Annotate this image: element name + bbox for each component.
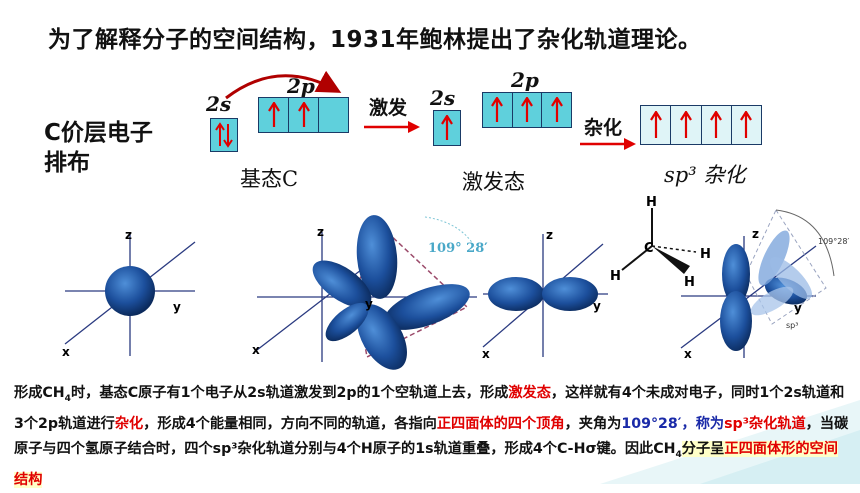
para-text: 时，基态C原子有1个电子从2s轨道激发到2p的1个空轨道上去，形成 (70, 385, 509, 401)
y-axis-label: y (173, 300, 181, 314)
excited-2s-label: 2s (430, 86, 456, 110)
sp3-tetrahedron-diagram: 109°28′ sp³ z y x (680, 208, 849, 361)
c-atom-label: C (644, 241, 654, 256)
up-electron-icon (671, 106, 702, 144)
panel4-angle-label: 109°28′ (818, 237, 849, 246)
para-text: ，形成4个能量相同，方向不同的轨道，各指向 (143, 415, 437, 432)
angle-label: 109° 28′ (428, 241, 488, 256)
s-orbital-diagram: z y x (62, 228, 196, 359)
p-lobe-left (488, 277, 544, 311)
hybrid-lobes (720, 230, 813, 351)
up-electron-icon (483, 93, 513, 127)
h-atom-label: H (610, 269, 621, 284)
highlight-tetrahedron-vertices: 正四面体的四个顶角 (436, 415, 565, 432)
x-axis-label: x (62, 345, 70, 359)
highlight-hybridize: 杂化 (114, 415, 144, 432)
z-axis-label: z (125, 228, 132, 242)
empty-orbital (319, 98, 348, 132)
ground-state-caption: 基态C (240, 167, 299, 191)
up-electron-icon (259, 98, 289, 132)
up-electron-icon (434, 111, 460, 145)
h-atom-label: H (646, 195, 657, 210)
promotion-arrow (225, 70, 342, 100)
highlight-excited: 激发态 (508, 385, 551, 401)
up-electron-icon (542, 93, 571, 127)
up-electron-icon (641, 106, 672, 144)
up-electron-icon (702, 106, 732, 144)
p-lobe-right (542, 277, 598, 311)
highlight-sp3: sp³杂化轨道 (724, 415, 806, 432)
s-orbital-sphere (105, 266, 155, 316)
hybrid-caption: sp³ 杂化 (664, 163, 746, 187)
sp3-lobes (312, 215, 470, 370)
h-atom-label: H (684, 275, 695, 290)
explanation-paragraph: 形成CH4时，基态C原子有1个电子从2s轨道激发到2p的1个空轨道上去，形成激发… (14, 381, 850, 493)
panel4-sp3-tag: sp³ (786, 321, 798, 330)
p-orbital-diagram: z y x (482, 228, 608, 361)
page-title: 为了解释分子的空间结构，1931年鲍林提出了杂化轨道理论。 (48, 27, 702, 53)
x-axis-label: x (252, 343, 260, 357)
z-axis-label: z (317, 225, 324, 239)
excited-2s-box (433, 110, 461, 146)
up-electron-icon (732, 106, 761, 144)
para-subscript: 4 (675, 449, 682, 460)
excited-state-caption: 激发态 (462, 170, 525, 194)
highlight-angle: 109°28′，称为 (621, 415, 725, 432)
z-axis-label: z (752, 227, 759, 241)
excite-step-label: 激发 (369, 97, 408, 119)
x-axis-label: x (684, 347, 692, 361)
para-text: ，夹角为 (564, 415, 622, 432)
y-axis-label: y (365, 297, 373, 311)
para-subscript: 4 (64, 393, 71, 404)
angle-arc-icon (424, 216, 476, 248)
up-electron-icon (513, 93, 543, 127)
config-label: C价层电子排布 (44, 120, 153, 176)
ground-2s-box (210, 118, 238, 152)
excited-2p-label: 2p (511, 68, 539, 92)
methane-structure: H C H H H (610, 195, 711, 290)
excite-arrow-icon (364, 121, 420, 133)
para-text: ，当碳原子与四个氢原子结合时，四个sp³杂化轨道分别与4个H原子的1s轨道重叠，… (14, 415, 849, 457)
para-text: 形成CH (14, 385, 65, 401)
z-axis-label: z (546, 228, 553, 242)
x-axis-label: x (482, 347, 490, 361)
paired-electrons-icon (211, 119, 237, 151)
sp3-orbital-box (640, 105, 762, 145)
up-electron-icon (289, 98, 319, 132)
excited-2p-box (482, 92, 572, 128)
y-axis-label: y (794, 301, 802, 315)
hybridize-arrow-icon (580, 138, 636, 150)
para-text: ，这样就有4个未成对电子，同时1个2s轨道和3个2p轨道进行 (14, 385, 845, 432)
hybridize-step-label: 杂化 (584, 117, 623, 139)
para-text: 分子呈 (681, 440, 725, 457)
h-atom-label: H (700, 247, 711, 262)
sp3-orbital-diagram: z y x (252, 215, 477, 370)
y-axis-label: y (593, 299, 601, 313)
ground-2p-box (258, 97, 349, 133)
